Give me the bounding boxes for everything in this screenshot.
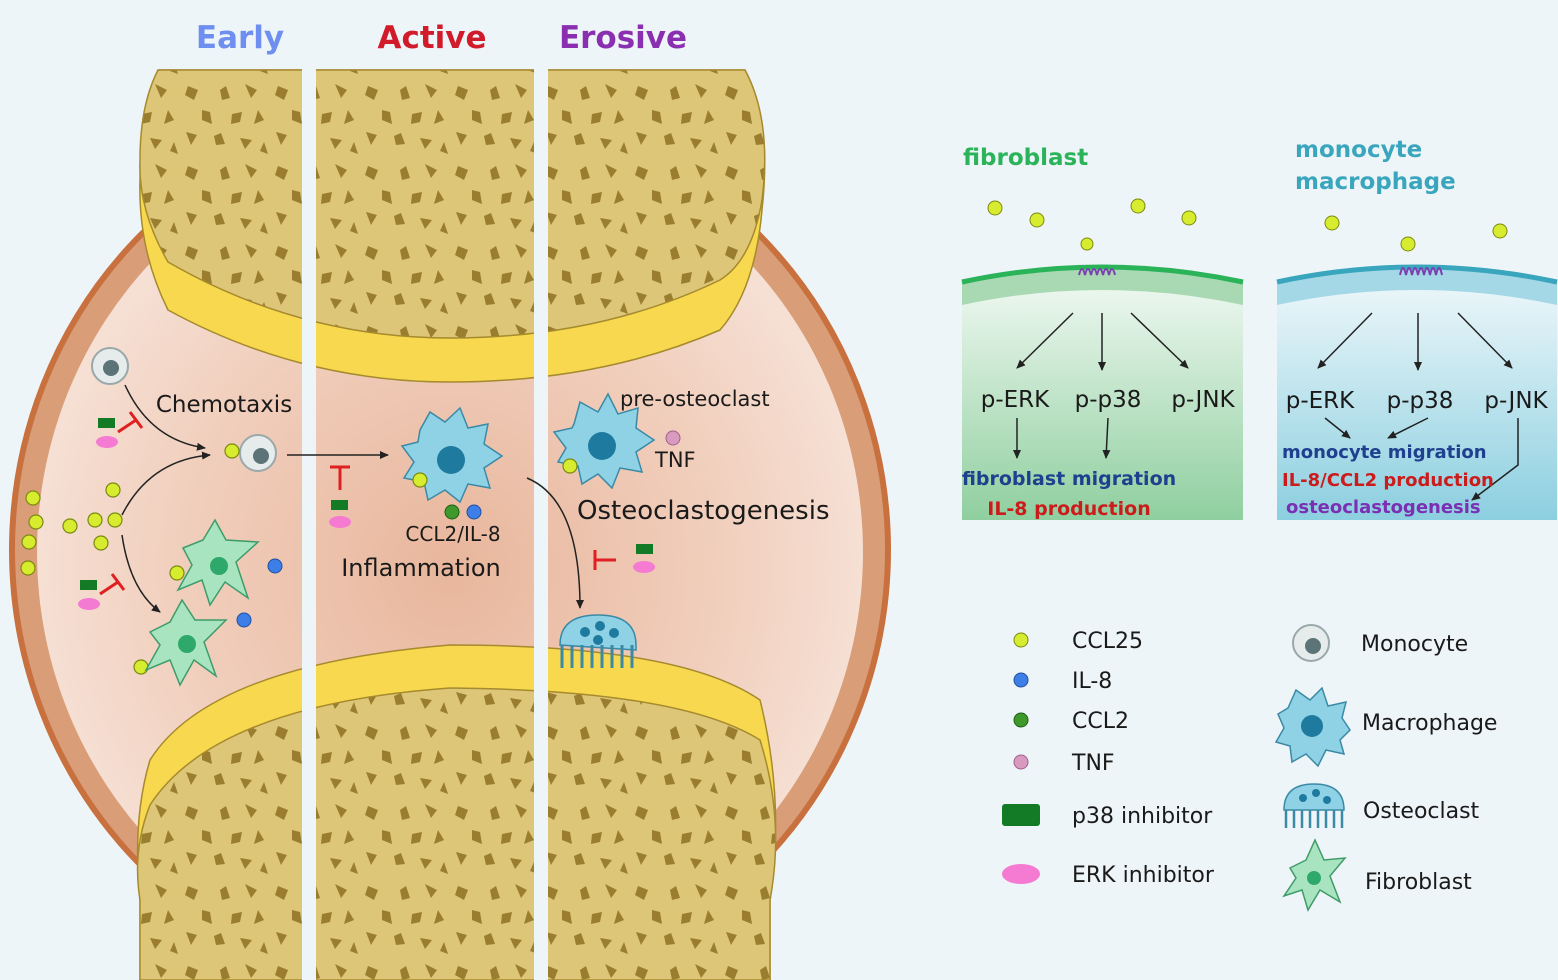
upper-bone bbox=[139, 69, 766, 383]
legend-macrophage-icon bbox=[1274, 686, 1351, 768]
legend-erk-inhibitor-swatch bbox=[1002, 864, 1040, 884]
ccl2-il8-label: CCL2/IL-8 bbox=[405, 522, 500, 546]
legend-ccl25-swatch bbox=[1013, 632, 1029, 648]
pre-osteoclast-icon bbox=[552, 392, 656, 490]
phase-active: Active bbox=[377, 20, 486, 56]
ccl2-dot bbox=[444, 504, 460, 520]
tnf-label: TNF bbox=[654, 448, 696, 472]
legend-osteoclast-label: Osteoclast bbox=[1363, 799, 1480, 824]
ccl25-to-monocyte-arrow bbox=[121, 451, 211, 516]
fibro-kinase-p38: p-p38 bbox=[1075, 387, 1142, 413]
legend-fibroblast-icon bbox=[1282, 838, 1347, 912]
erosive-inhibitor-icon bbox=[593, 544, 655, 573]
il8-ccl2-production-label: IL-8/CCL2 production bbox=[1282, 470, 1494, 491]
phase-divider-1 bbox=[302, 60, 316, 980]
legend-erk-inhibitor-label: ERK inhibitor bbox=[1072, 863, 1215, 888]
legend-ccl2-label: CCL2 bbox=[1072, 709, 1129, 734]
legend-p38-inhibitor-swatch bbox=[1002, 804, 1040, 826]
fibroblast-icon bbox=[144, 598, 228, 687]
legend-ccl25-label: CCL25 bbox=[1072, 629, 1143, 654]
early-inhibitor-1-icon bbox=[96, 411, 144, 448]
fibroblast-panel bbox=[961, 198, 1244, 520]
legend bbox=[1002, 624, 1351, 912]
fibroblast-panel-title: fibroblast bbox=[963, 145, 1088, 171]
ccl25-to-fibroblast-arrow bbox=[121, 534, 161, 613]
ccl25-cluster bbox=[20, 482, 185, 675]
legend-ccl2-swatch bbox=[1013, 712, 1029, 728]
active-inhibitor-icon bbox=[329, 465, 351, 528]
monocyte-migration-label: monocyte migration bbox=[1282, 442, 1487, 463]
chemotaxis-label: Chemotaxis bbox=[156, 392, 292, 418]
il8-production-label: IL-8 production bbox=[987, 498, 1151, 520]
early-inhibitor-2-icon bbox=[78, 573, 126, 610]
fibro-kinase-jnk: p-JNK bbox=[1171, 387, 1235, 413]
chemotaxis-arrow bbox=[124, 384, 206, 451]
fibroblast-migration-label: fibroblast migration bbox=[962, 468, 1176, 490]
fibro-kinase-erk: p-ERK bbox=[981, 387, 1050, 413]
early-monocyte-icon bbox=[91, 347, 129, 385]
inflammation-label: Inflammation bbox=[341, 554, 501, 582]
pre-osteoclast-label: pre-osteoclast bbox=[620, 387, 770, 411]
mono-kinase-p38: p-p38 bbox=[1387, 388, 1454, 414]
osteoclast-icon bbox=[559, 614, 637, 668]
phase-erosive: Erosive bbox=[559, 20, 687, 56]
legend-tnf-swatch bbox=[1013, 754, 1029, 770]
ccl25-dot bbox=[412, 472, 428, 488]
legend-monocyte-label: Monocyte bbox=[1361, 632, 1468, 657]
macrophage-panel-title: macrophage bbox=[1295, 169, 1456, 195]
mono-kinase-jnk: p-JNK bbox=[1484, 388, 1548, 414]
legend-il8-label: IL-8 bbox=[1072, 669, 1112, 694]
il8-dot bbox=[466, 504, 482, 520]
legend-monocyte-icon bbox=[1292, 624, 1330, 662]
legend-macrophage-label: Macrophage bbox=[1362, 711, 1497, 736]
il8-dot bbox=[267, 558, 283, 574]
early-monocyte-target-icon bbox=[239, 434, 277, 472]
ccl25-dot bbox=[562, 458, 578, 474]
osteoclastogenesis-arrow bbox=[526, 477, 584, 609]
monocyte-panel bbox=[1276, 215, 1558, 520]
legend-il8-swatch bbox=[1013, 672, 1029, 688]
fibroblast-icon bbox=[176, 518, 260, 607]
tnf-dot bbox=[665, 430, 681, 446]
legend-osteoclast-icon bbox=[1283, 783, 1345, 828]
ccl25-dot bbox=[224, 443, 240, 459]
monocyte-panel-title: monocyte bbox=[1295, 137, 1422, 163]
il8-dot bbox=[236, 612, 252, 628]
osteoclastogenesis-outcome-label: osteoclastogenesis bbox=[1286, 497, 1481, 518]
phase-divider-2 bbox=[534, 60, 548, 980]
legend-tnf-label: TNF bbox=[1071, 751, 1115, 776]
lower-bone bbox=[136, 644, 777, 980]
mono-kinase-erk: p-ERK bbox=[1286, 388, 1355, 414]
osteoclastogenesis-label: Osteoclastogenesis bbox=[577, 496, 830, 526]
legend-fibroblast-label: Fibroblast bbox=[1365, 870, 1472, 895]
phase-early: Early bbox=[196, 20, 284, 56]
legend-p38-inhibitor-label: p38 inhibitor bbox=[1072, 804, 1213, 829]
